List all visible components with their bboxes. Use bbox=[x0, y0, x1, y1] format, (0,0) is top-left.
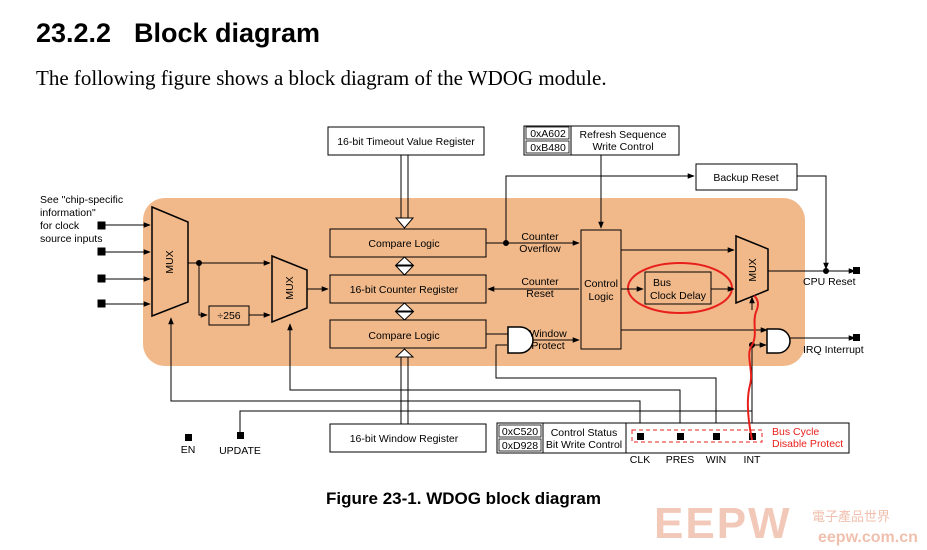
irq-interrupt-label: IRQ Interrupt bbox=[803, 344, 864, 356]
svg-text:Window: Window bbox=[529, 328, 567, 340]
svg-text:Backup Reset: Backup Reset bbox=[713, 172, 778, 184]
watermark-url: eepw.com.cn bbox=[818, 529, 918, 546]
window-and-gate bbox=[507, 326, 534, 354]
compare-logic-top bbox=[329, 228, 487, 258]
svg-text:Overflow: Overflow bbox=[519, 243, 561, 255]
reset-mux bbox=[735, 234, 769, 305]
bus-clock-delay-block bbox=[644, 271, 712, 305]
svg-text:Protect: Protect bbox=[531, 340, 564, 352]
pin-pres-label: PRES bbox=[666, 454, 695, 466]
watermark-chinese: 電子產品世界 bbox=[812, 509, 890, 525]
bus-cycle-protect-box bbox=[625, 422, 850, 454]
svg-text:information": information" bbox=[40, 207, 96, 219]
timeout-value-register bbox=[327, 126, 485, 156]
svg-text:Write Control: Write Control bbox=[592, 141, 653, 153]
svg-text:Counter: Counter bbox=[521, 276, 559, 288]
pin-clk-label: CLK bbox=[630, 454, 650, 466]
svg-text:Refresh Sequence: Refresh Sequence bbox=[580, 129, 667, 141]
intro-paragraph: The following figure shows a block diagr… bbox=[36, 66, 607, 90]
svg-text:0xB480: 0xB480 bbox=[530, 142, 566, 154]
figure-caption: Figure 23-1. WDOG block diagram bbox=[326, 489, 601, 508]
red-annotation-stroke bbox=[746, 295, 759, 441]
watermark-brand: EEPW bbox=[654, 499, 792, 548]
svg-text:MUX: MUX bbox=[747, 258, 759, 281]
clock-mux bbox=[151, 205, 189, 318]
svg-text:Compare Logic: Compare Logic bbox=[368, 238, 439, 250]
clock-mux-label: MUX bbox=[164, 250, 176, 273]
section-title: Block diagram bbox=[134, 18, 321, 48]
pin-update-label: UPDATE bbox=[219, 445, 261, 457]
svg-text:Reset: Reset bbox=[526, 288, 554, 300]
counter-register bbox=[329, 274, 487, 304]
clock-note: See "chip-specific information" for cloc… bbox=[40, 194, 123, 245]
irq-pin bbox=[853, 334, 860, 341]
cpu-reset-pin bbox=[853, 267, 860, 274]
pin-en-label: EN bbox=[181, 444, 196, 456]
svg-text:Control: Control bbox=[584, 278, 618, 290]
svg-text:Clock Delay: Clock Delay bbox=[650, 290, 707, 302]
section-heading: 23.2.2 Block diagram bbox=[36, 18, 320, 49]
divide-256-label: ÷256 bbox=[217, 310, 240, 322]
svg-text:Bus: Bus bbox=[653, 277, 671, 289]
svg-text:16-bit Counter Register: 16-bit Counter Register bbox=[350, 284, 459, 296]
backup-reset-block bbox=[695, 163, 798, 191]
svg-text:Logic: Logic bbox=[588, 291, 613, 303]
compare-logic-bottom bbox=[329, 319, 487, 349]
svg-text:0xD928: 0xD928 bbox=[502, 440, 538, 452]
pin-int-label: INT bbox=[744, 454, 762, 466]
svg-text:Compare Logic: Compare Logic bbox=[368, 330, 439, 342]
svg-text:0xC520: 0xC520 bbox=[502, 426, 538, 438]
eepw-watermark: EEPW 電子產品世界 eepw.com.cn bbox=[654, 499, 918, 548]
window-register bbox=[329, 423, 487, 453]
cpu-reset-label: CPU Reset bbox=[803, 276, 856, 288]
bus-cycle-label: Bus Cycle bbox=[772, 426, 819, 438]
svg-text:0xA602: 0xA602 bbox=[530, 128, 566, 140]
svg-text:Bit Write Control: Bit Write Control bbox=[546, 439, 622, 451]
svg-text:16-bit Timeout Value Register: 16-bit Timeout Value Register bbox=[337, 136, 475, 148]
svg-text:source inputs: source inputs bbox=[40, 233, 102, 245]
disable-protect-label: Disable Protect bbox=[772, 438, 843, 450]
prescaler-mux bbox=[271, 254, 308, 324]
svg-text:See "chip-specific: See "chip-specific bbox=[40, 194, 123, 206]
section-number: 23.2.2 bbox=[36, 18, 112, 48]
svg-text:Control Status: Control Status bbox=[551, 427, 618, 439]
prescaler-mux-label: MUX bbox=[284, 276, 296, 299]
clock-inputs bbox=[97, 221, 151, 308]
irq-and-gate bbox=[766, 328, 791, 354]
svg-text:Counter: Counter bbox=[521, 231, 559, 243]
control-logic-block bbox=[580, 229, 622, 350]
pin-win-label: WIN bbox=[706, 454, 726, 466]
status-feedback-lines bbox=[168, 317, 752, 436]
bus-cycle-dashed-outline bbox=[631, 429, 763, 443]
status-pins bbox=[185, 432, 756, 441]
svg-text:for clock: for clock bbox=[40, 220, 80, 232]
refresh-sequence-register bbox=[523, 125, 680, 156]
svg-text:16-bit Window Register: 16-bit Window Register bbox=[350, 433, 459, 445]
control-status-register bbox=[496, 422, 627, 454]
